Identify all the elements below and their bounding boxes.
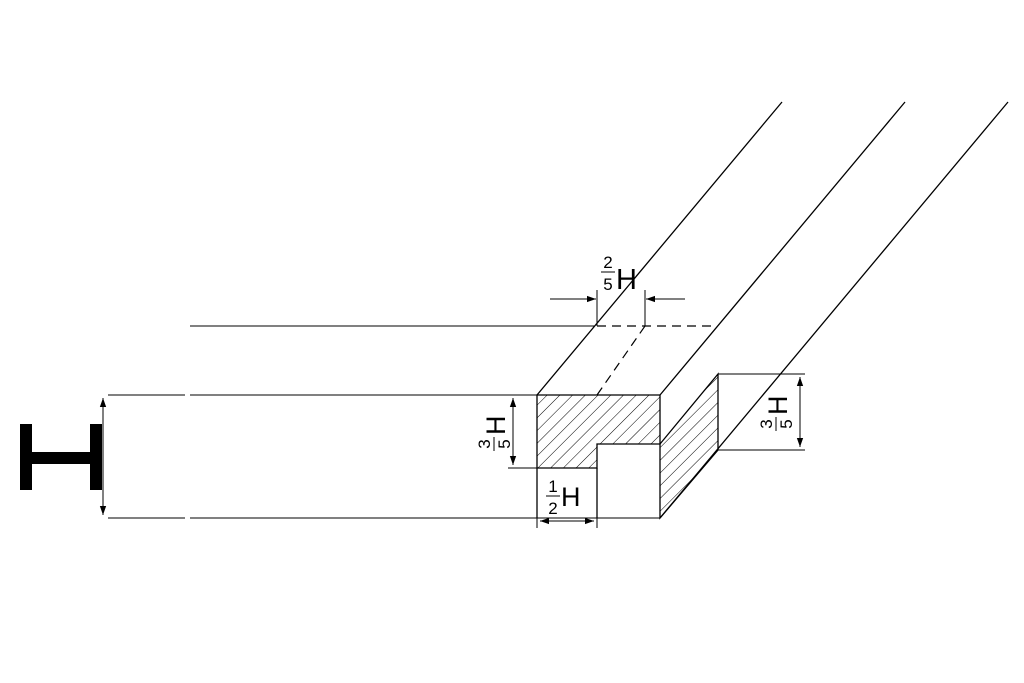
dim-right-height: 3 5 H (718, 373, 805, 451)
section-right (659, 372, 719, 520)
dim-bottom-den: 2 (548, 499, 557, 518)
dim-bottom-num: 1 (548, 477, 557, 496)
section-left (536, 394, 661, 469)
dim-bottom-width: 1 2 H (536, 477, 598, 528)
outline-lines (536, 468, 598, 518)
dim-left-letter: H (481, 416, 511, 436)
dim-bottom-letter: H (561, 482, 581, 512)
dim-right-den: 5 (777, 419, 796, 428)
dim-top-width: 2 5 H (550, 253, 685, 326)
dim-left-height: 3 5 H (475, 394, 537, 469)
dim-left-den: 5 (495, 439, 514, 448)
dim-top-den: 5 (603, 275, 612, 294)
extension-lines (108, 325, 660, 519)
beam-edges (536, 101, 1009, 519)
dim-right-letter: H (763, 396, 793, 416)
hidden-edges (596, 325, 717, 396)
dim-top-num: 2 (603, 253, 612, 272)
dim-top-letter: H (616, 264, 637, 296)
dim-left-num: 3 (475, 439, 494, 448)
dim-right-num: 3 (757, 419, 776, 428)
height-symbol (20, 424, 102, 490)
